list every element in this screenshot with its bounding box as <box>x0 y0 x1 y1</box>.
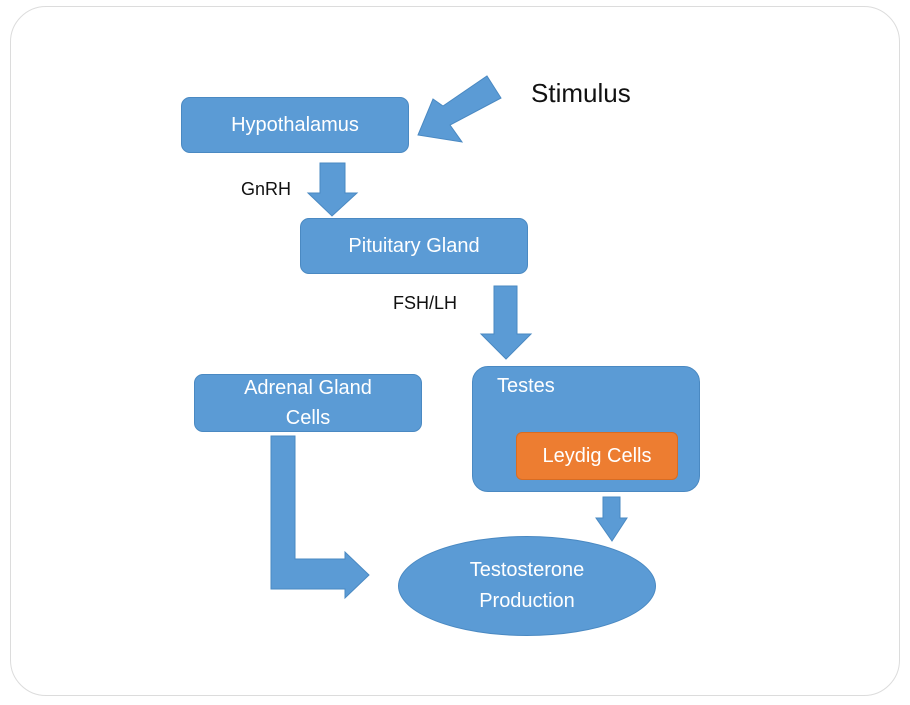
stimulus-label: Stimulus <box>531 78 631 108</box>
testosterone-line-2: Production <box>479 590 575 612</box>
adrenal-line-2: Cells <box>285 407 331 429</box>
adrenal-line-1: Adrenal Gland <box>244 377 372 399</box>
adrenal-gland-cells-node: Adrenal Gland Cells <box>194 374 422 432</box>
fsh-lh-label: FSH/LH <box>393 293 458 313</box>
testosterone-line-1: Testosterone <box>469 559 585 581</box>
pituitary-gland-node: Pituitary Gland <box>300 218 528 274</box>
testes-label: Testes <box>497 375 555 397</box>
hypothalamus-node: Hypothalamus <box>181 97 409 153</box>
arrow-testes-to-testosterone <box>595 496 628 542</box>
arrow-hypothalamus-to-pituitary <box>306 162 359 217</box>
arrow-pituitary-to-testes <box>479 285 533 360</box>
arrow-stimulus-to-hypothalamus <box>417 75 502 143</box>
gnrh-label: GnRH <box>241 179 292 199</box>
testosterone-production-node: Testosterone Production <box>398 536 656 636</box>
leydig-cells-node: Leydig Cells <box>516 432 678 480</box>
arrow-adrenal-to-testosterone <box>270 435 370 600</box>
